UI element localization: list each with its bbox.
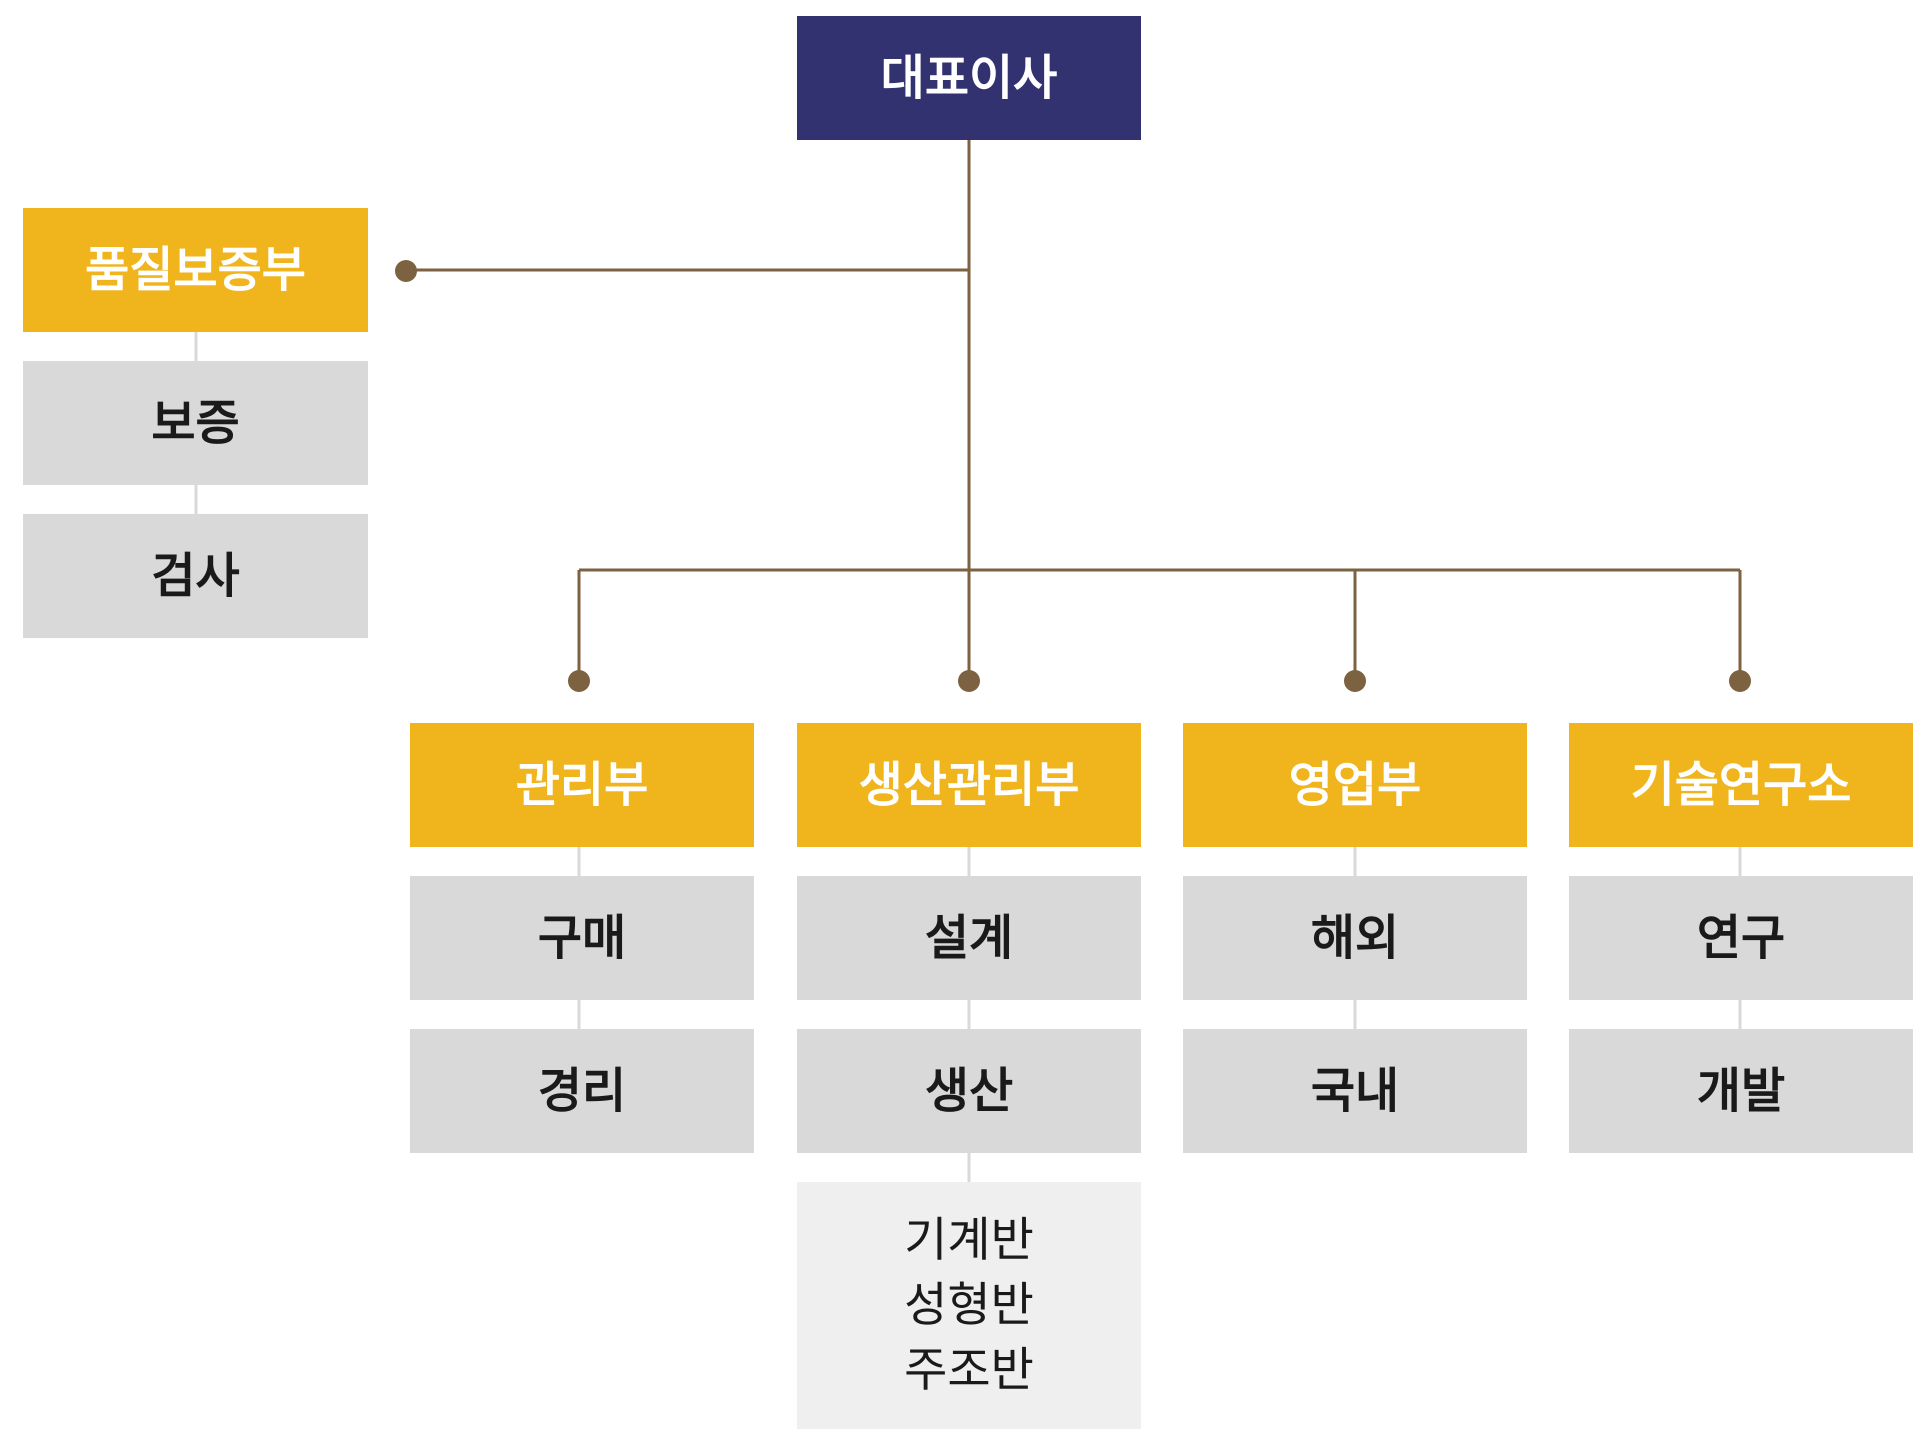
team-box-domestic: 국내: [1183, 1029, 1527, 1153]
team-label: 설계: [924, 910, 1014, 966]
unit-label: 기계반: [904, 1213, 1034, 1268]
team-box-research: 연구: [1569, 876, 1913, 1000]
team-box-warranty: 보증: [23, 361, 368, 485]
team-label: 생산: [924, 1063, 1014, 1119]
ceo-label: 대표이사: [880, 50, 1058, 106]
connector-dot: [568, 670, 590, 692]
team-box-inspection: 검사: [23, 514, 368, 638]
dept-rnd-label: 기술연구소: [1630, 757, 1852, 813]
team-label: 검사: [151, 548, 240, 604]
dept-production-box: 생산관리부: [797, 723, 1141, 847]
dept-sales-label: 영업부: [1288, 757, 1422, 813]
unit-label: 성형반: [904, 1278, 1034, 1333]
team-label: 해외: [1310, 910, 1400, 966]
production-units-box: 기계반 성형반 주조반: [797, 1182, 1141, 1429]
connector-dot: [1344, 670, 1366, 692]
team-label: 국내: [1310, 1063, 1400, 1119]
dept-sales-box: 영업부: [1183, 723, 1527, 847]
dept-quality-label: 품질보증부: [85, 242, 306, 298]
team-label: 구매: [537, 910, 627, 966]
team-box-development: 개발: [1569, 1029, 1913, 1153]
connector-dot: [958, 670, 980, 692]
team-box-production: 생산: [797, 1029, 1141, 1153]
dept-quality-box: 품질보증부: [23, 208, 368, 332]
team-box-overseas: 해외: [1183, 876, 1527, 1000]
ceo-box: 대표이사: [797, 16, 1141, 140]
connector-dots: [395, 260, 1751, 692]
team-label: 연구: [1696, 910, 1786, 966]
team-box-accounting: 경리: [410, 1029, 754, 1153]
team-label: 개발: [1696, 1063, 1786, 1119]
team-box-purchasing: 구매: [410, 876, 754, 1000]
hierarchy-connectors: [406, 138, 1742, 680]
dept-management-box: 관리부: [410, 723, 754, 847]
unit-label: 주조반: [904, 1343, 1034, 1398]
team-label: 보증: [151, 395, 240, 451]
team-box-design: 설계: [797, 876, 1141, 1000]
dept-rnd-box: 기술연구소: [1569, 723, 1913, 847]
team-label: 경리: [537, 1063, 627, 1119]
connector-dot: [1729, 670, 1751, 692]
dept-management-label: 관리부: [515, 757, 649, 813]
team-connectors: [194, 330, 1742, 1183]
dept-production-label: 생산관리부: [858, 757, 1080, 813]
connector-dot: [395, 260, 417, 282]
